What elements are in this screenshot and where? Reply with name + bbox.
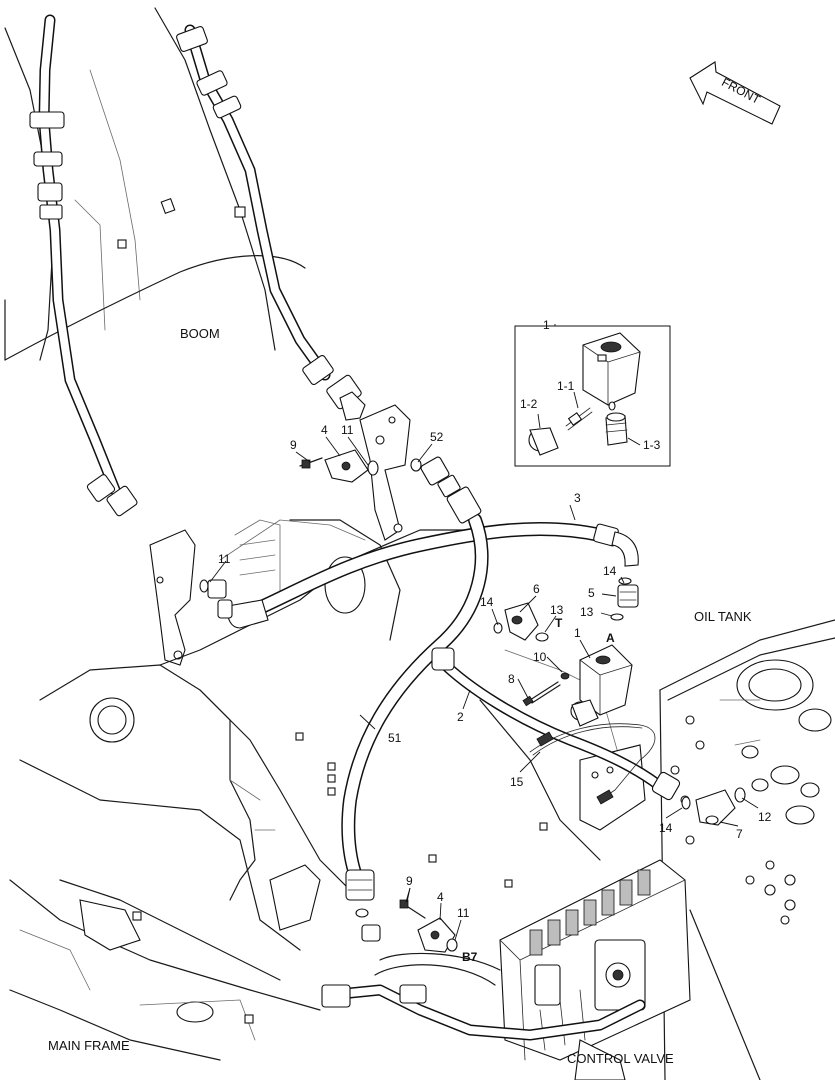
port-label-b7: B7 — [462, 950, 478, 964]
port-label-t: T — [555, 616, 563, 630]
callout-13-left: 13 — [550, 603, 564, 617]
harness-15 — [529, 723, 656, 805]
callout-12: 12 — [758, 810, 772, 824]
callout-1: 1 — [574, 626, 581, 640]
boom-brackets — [149, 391, 411, 666]
callout-10: 10 — [533, 650, 547, 664]
detail-label-1-3: 1-3 — [643, 438, 661, 452]
hose-2 — [431, 647, 681, 801]
callout-51: 51 — [388, 731, 402, 745]
callout-3: 3 — [574, 491, 581, 505]
oring-11-left — [199, 579, 227, 599]
elbow-7 — [681, 787, 746, 826]
callout-14-right: 14 — [603, 564, 617, 578]
detail-box-title: 1 — [543, 318, 550, 332]
callout-5: 5 — [588, 586, 595, 600]
detail-label-1-2: 1-2 — [520, 397, 538, 411]
callout-11-upper: 11 — [341, 423, 354, 437]
callout-4-upper: 4 — [321, 423, 328, 437]
callout-9-upper: 9 — [290, 438, 297, 452]
callout-14-lower: 14 — [659, 821, 673, 835]
callout-13-right: 13 — [580, 605, 594, 619]
callout-2: 2 — [457, 710, 464, 724]
leader-lines — [209, 436, 759, 941]
adapter-5 — [610, 577, 639, 621]
callout-11-lower: 11 — [457, 906, 470, 920]
callout-11-left: 11 — [218, 552, 231, 566]
area-label-control-valve: CONTROL VALVE — [567, 1051, 674, 1066]
callout-8: 8 — [508, 672, 515, 686]
callout-15: 15 — [510, 775, 524, 789]
callout-7: 7 — [736, 827, 743, 841]
callout-9-lower: 9 — [406, 874, 413, 888]
port-label-a: A — [606, 631, 615, 645]
flange-4-lower — [399, 899, 458, 953]
callout-14-left: 14 — [480, 595, 494, 609]
solenoid-valve-1 — [570, 644, 633, 727]
detail-box-part-1 — [514, 324, 671, 467]
boom-structure — [4, 7, 306, 361]
boom-hose-right — [176, 24, 362, 410]
oil-tank — [659, 619, 835, 1080]
bolt-8 — [522, 672, 570, 707]
control-valve — [499, 859, 691, 1080]
callout-6: 6 — [533, 582, 540, 596]
flange-4-upper — [299, 449, 450, 486]
hose-51 — [341, 474, 489, 942]
boom-hose-left — [29, 14, 138, 517]
callout-52: 52 — [430, 430, 444, 444]
area-label-boom: BOOM — [180, 326, 220, 341]
front-direction-arrow — [689, 61, 781, 125]
area-label-main-frame: MAIN FRAME — [48, 1038, 130, 1053]
hose-3 — [217, 521, 639, 629]
callout-4-lower: 4 — [437, 890, 444, 904]
elbow-6 — [493, 602, 549, 642]
detail-label-1-1: 1-1 — [557, 379, 575, 393]
area-label-oil-tank: OIL TANK — [694, 609, 752, 624]
main-frame-structure — [9, 519, 646, 1061]
control-valve-pipe — [321, 952, 646, 1041]
